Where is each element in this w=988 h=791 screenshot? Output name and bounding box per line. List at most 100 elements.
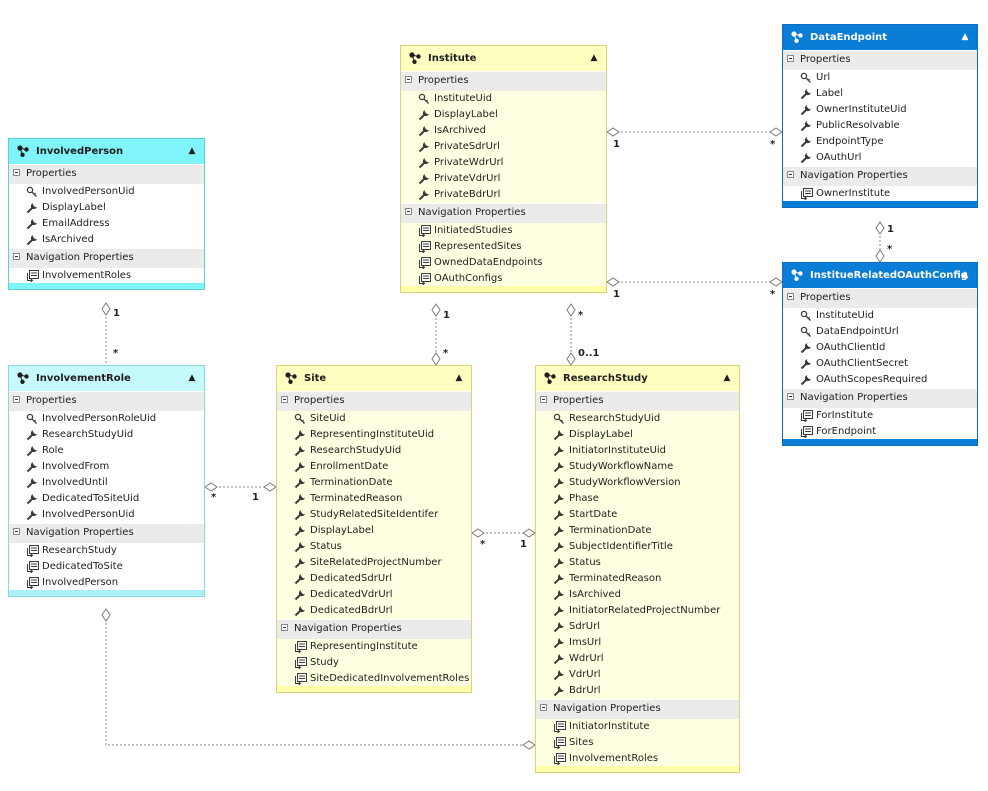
property-row[interactable]: PrivateVdrUrl: [401, 171, 606, 187]
property-row[interactable]: SiteRelatedProjectNumber: [277, 555, 471, 571]
collapse-section-icon[interactable]: [787, 393, 794, 400]
navigation-property-row[interactable]: InvolvedPerson: [9, 575, 204, 591]
property-row[interactable]: DataEndpointUrl: [783, 324, 977, 340]
property-row[interactable]: StudyRelatedSiteIdentifer: [277, 507, 471, 523]
property-row[interactable]: Label: [783, 86, 977, 102]
navigation-property-row[interactable]: ForEndpoint: [783, 424, 977, 440]
navigation-property-row[interactable]: Sites: [536, 735, 739, 751]
property-row[interactable]: OAuthClientSecret: [783, 356, 977, 372]
property-row[interactable]: ResearchStudyUid: [536, 411, 739, 427]
properties-section-header[interactable]: Properties: [9, 164, 204, 184]
navigation-property-row[interactable]: OwnedDataEndpoints: [401, 255, 606, 271]
navigation-section-header[interactable]: Navigation Properties: [783, 166, 977, 186]
collapse-section-icon[interactable]: [13, 253, 20, 260]
property-row[interactable]: InitiatorInstituteUid: [536, 443, 739, 459]
collapse-chevron-icon[interactable]: ▲: [590, 53, 598, 63]
property-row[interactable]: SiteUid: [277, 411, 471, 427]
property-row[interactable]: TerminatedReason: [277, 491, 471, 507]
property-row[interactable]: PrivateSdrUrl: [401, 139, 606, 155]
collapse-section-icon[interactable]: [540, 704, 547, 711]
property-row[interactable]: EndpointType: [783, 134, 977, 150]
navigation-property-row[interactable]: InitiatedStudies: [401, 223, 606, 239]
property-row[interactable]: DisplayLabel: [9, 200, 204, 216]
property-row[interactable]: BdrUrl: [536, 683, 739, 699]
property-row[interactable]: StudyWorkflowName: [536, 459, 739, 475]
collapse-section-icon[interactable]: [405, 76, 412, 83]
property-row[interactable]: VdrUrl: [536, 667, 739, 683]
property-row[interactable]: WdrUrl: [536, 651, 739, 667]
collapse-section-icon[interactable]: [405, 208, 412, 215]
property-row[interactable]: EnrollmentDate: [277, 459, 471, 475]
property-row[interactable]: ResearchStudyUid: [9, 427, 204, 443]
collapse-section-icon[interactable]: [13, 396, 20, 403]
properties-section-header[interactable]: Properties: [277, 391, 471, 411]
property-row[interactable]: IsArchived: [401, 123, 606, 139]
navigation-section-header[interactable]: Navigation Properties: [401, 203, 606, 223]
property-row[interactable]: DedicatedToSiteUid: [9, 491, 204, 507]
property-row[interactable]: ImsUrl: [536, 635, 739, 651]
property-row[interactable]: InvolvedFrom: [9, 459, 204, 475]
collapse-chevron-icon[interactable]: ▲: [961, 32, 969, 42]
collapse-chevron-icon[interactable]: ▲: [188, 373, 196, 383]
navigation-section-header[interactable]: Navigation Properties: [783, 388, 977, 408]
property-row[interactable]: StartDate: [536, 507, 739, 523]
property-row[interactable]: DedicatedBdrUrl: [277, 603, 471, 619]
property-row[interactable]: PrivateBdrUrl: [401, 187, 606, 203]
property-row[interactable]: InvolvedPersonUid: [9, 507, 204, 523]
collapse-section-icon[interactable]: [13, 528, 20, 535]
property-row[interactable]: OAuthUrl: [783, 150, 977, 166]
property-row[interactable]: OAuthClientId: [783, 340, 977, 356]
property-row[interactable]: SubjectIdentifierTitle: [536, 539, 739, 555]
navigation-section-header[interactable]: Navigation Properties: [536, 699, 739, 719]
property-row[interactable]: DedicatedVdrUrl: [277, 587, 471, 603]
property-row[interactable]: PrivateWdrUrl: [401, 155, 606, 171]
properties-section-header[interactable]: Properties: [401, 71, 606, 91]
property-row[interactable]: TerminationDate: [277, 475, 471, 491]
navigation-property-row[interactable]: OAuthConfigs: [401, 271, 606, 287]
collapse-section-icon[interactable]: [13, 169, 20, 176]
property-row[interactable]: InstituteUid: [783, 308, 977, 324]
property-row[interactable]: Status: [277, 539, 471, 555]
collapse-chevron-icon[interactable]: ▲: [723, 373, 731, 383]
collapse-chevron-icon[interactable]: ▲: [188, 146, 196, 156]
property-row[interactable]: OwnerInstituteUid: [783, 102, 977, 118]
navigation-property-row[interactable]: DedicatedToSite: [9, 559, 204, 575]
property-row[interactable]: Url: [783, 70, 977, 86]
navigation-property-row[interactable]: ResearchStudy: [9, 543, 204, 559]
property-row[interactable]: InitiatorRelatedProjectNumber: [536, 603, 739, 619]
property-row[interactable]: InvolvedPersonUid: [9, 184, 204, 200]
collapse-chevron-icon[interactable]: ▲: [961, 270, 969, 280]
property-row[interactable]: TerminationDate: [536, 523, 739, 539]
property-row[interactable]: StudyWorkflowVersion: [536, 475, 739, 491]
property-row[interactable]: DisplayLabel: [277, 523, 471, 539]
navigation-property-row[interactable]: InitiatorInstitute: [536, 719, 739, 735]
property-row[interactable]: SdrUrl: [536, 619, 739, 635]
navigation-section-header[interactable]: Navigation Properties: [9, 523, 204, 543]
properties-section-header[interactable]: Properties: [783, 50, 977, 70]
property-row[interactable]: ResearchStudyUid: [277, 443, 471, 459]
property-row[interactable]: DisplayLabel: [401, 107, 606, 123]
navigation-property-row[interactable]: OwnerInstitute: [783, 186, 977, 202]
navigation-property-row[interactable]: InvolvementRoles: [9, 268, 204, 284]
properties-section-header[interactable]: Properties: [783, 288, 977, 308]
property-row[interactable]: EmailAddress: [9, 216, 204, 232]
property-row[interactable]: IsArchived: [9, 232, 204, 248]
navigation-property-row[interactable]: RepresentedSites: [401, 239, 606, 255]
property-row[interactable]: Role: [9, 443, 204, 459]
collapse-section-icon[interactable]: [540, 396, 547, 403]
properties-section-header[interactable]: Properties: [9, 391, 204, 411]
navigation-property-row[interactable]: RepresentingInstitute: [277, 639, 471, 655]
property-row[interactable]: RepresentingInstituteUid: [277, 427, 471, 443]
collapse-chevron-icon[interactable]: ▲: [455, 373, 463, 383]
property-row[interactable]: TerminatedReason: [536, 571, 739, 587]
navigation-section-header[interactable]: Navigation Properties: [277, 619, 471, 639]
property-row[interactable]: OAuthScopesRequired: [783, 372, 977, 388]
properties-section-header[interactable]: Properties: [536, 391, 739, 411]
collapse-section-icon[interactable]: [281, 396, 288, 403]
property-row[interactable]: InstituteUid: [401, 91, 606, 107]
property-row[interactable]: DisplayLabel: [536, 427, 739, 443]
